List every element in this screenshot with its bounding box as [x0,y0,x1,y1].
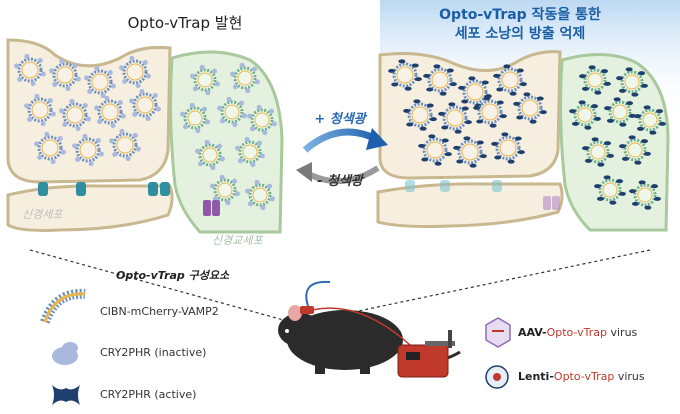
vesicle [217,96,247,128]
vesicle [49,58,81,92]
components-title: Opto-vTrap 구성요소 [116,269,230,282]
vesicle [180,102,210,134]
right-synapse-panel [376,50,670,232]
vesicle [458,76,492,108]
vesicle [493,64,527,96]
vesicle [109,128,141,162]
vesicle [403,99,437,131]
switch-arrows [296,128,388,184]
lenti-virus-icon [485,365,509,389]
vesicle [616,67,648,97]
vesicle [72,133,104,167]
left-synapse-panel [6,38,284,234]
left-glia-vesicles [180,62,277,211]
vesicle [453,136,487,168]
vesicle [119,55,151,89]
vesicle [14,53,46,87]
vesicle [129,88,161,122]
right-vesicles [388,59,547,168]
vesicle [59,98,91,132]
vesicle [235,136,265,168]
right-title-line1: Opto-vTrap 작동을 통한 [439,7,601,23]
lenti-name: Opto-vTrap [553,370,615,383]
right-title: Opto-vTrap 작동을 통한 세포 소낭의 방출 억제 [395,6,645,44]
vesicle [34,131,66,165]
vesicle [629,180,661,210]
vesicle-icon [40,288,86,324]
aav-virus-icon [485,317,511,348]
vesicle [247,104,277,136]
legend-item-vamp2: CIBN-mCherry-VAMP2 [100,305,219,318]
membrane-channels-right [405,180,560,210]
plus-blue-light-label: + 청색광 [314,112,366,127]
zoom-line-right [324,249,651,319]
vesicle [94,95,126,129]
legend-item-inactive: CRY2PHR (inactive) [100,346,207,359]
zoom-line-left [29,249,299,325]
vesicle [634,105,666,135]
vesicle [579,65,611,95]
left-vesicles [14,53,161,167]
vesicle [210,174,240,206]
aav-prefix: AAV- [518,326,547,339]
lenti-virus-label: Lenti-Opto-vTrap virus [518,370,645,383]
vesicle [24,93,56,127]
inactive-protein-icon [52,342,78,365]
vesicle [418,134,452,166]
vesicle [582,137,614,167]
membrane-channels [38,182,220,216]
aav-suffix: virus [606,326,638,339]
right-title-line2: 세포 소낭의 방출 억제 [454,26,586,42]
vesicle [513,92,547,124]
aav-name: Opto-vTrap [546,326,607,339]
left-title: Opto-vTrap 발현 [127,14,243,32]
vesicle [245,179,275,211]
vesicle [190,64,220,96]
vesicle [84,65,116,99]
postsynaptic-neuron [6,184,174,232]
glia-label: 신경교세포 [212,234,263,247]
lenti-prefix: Lenti- [518,370,554,383]
vesicle [195,139,225,171]
vesicle [491,132,525,164]
vesicle [423,64,457,96]
active-protein-icon [52,385,80,405]
vesicle [438,102,472,134]
vesicle [604,97,636,127]
vesicle [569,100,601,130]
vesicle [230,62,260,94]
minus-blue-light-label: - 청색광 [317,174,363,189]
aav-virus-label: AAV-Opto-vTrap virus [518,326,637,339]
vesicle [594,175,626,205]
legend-item-active: CRY2PHR (active) [100,388,197,401]
vesicle [388,59,422,91]
vesicle [619,135,651,165]
mouse-illustration [278,280,461,374]
infusion-pump [397,330,455,378]
vesicle [473,96,507,128]
lenti-suffix: virus [614,370,645,383]
right-glia-vesicles [569,65,666,210]
neuron-label: 신경세포 [22,208,63,221]
